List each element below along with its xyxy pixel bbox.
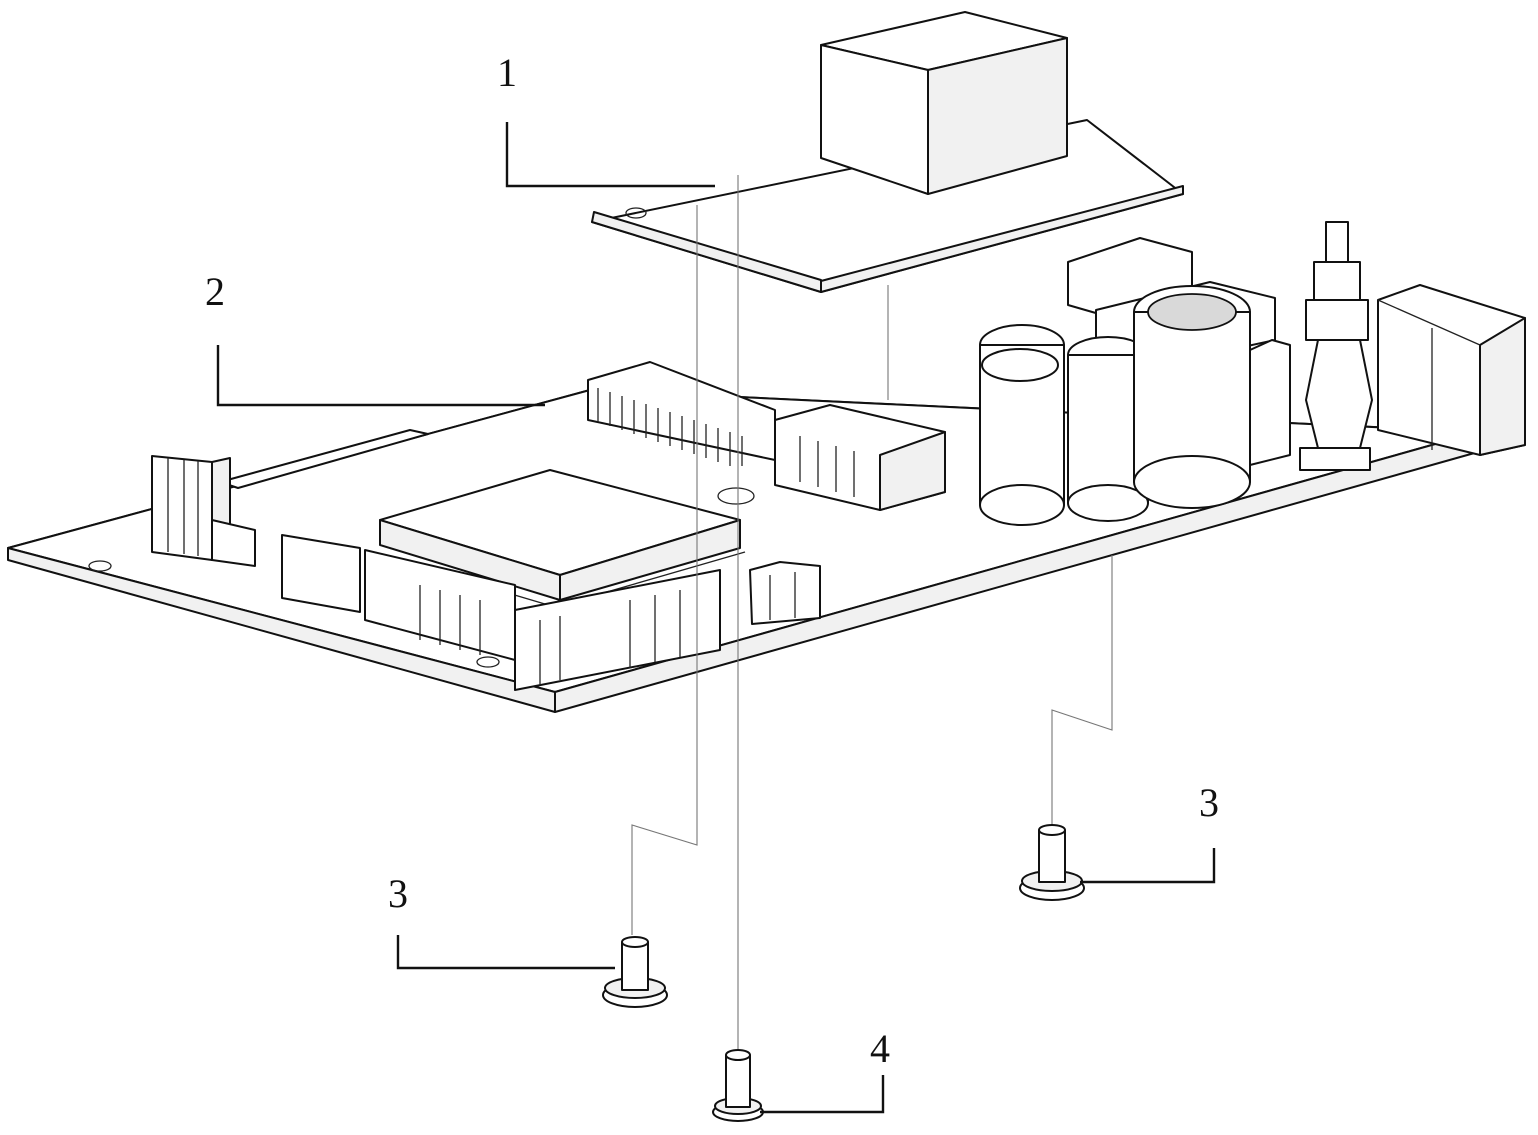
assembly-center-lines [631, 175, 1113, 1050]
leader-lines [216, 122, 1216, 1114]
callout-1: 1 [497, 50, 517, 95]
ic-package [369, 469, 746, 608]
tall-pin-component [1299, 221, 1373, 471]
part-2-main-pcb [7, 221, 1526, 713]
capacitor-group [979, 285, 1251, 526]
leader-3-right [1080, 848, 1216, 884]
leader-1 [505, 122, 715, 188]
callout-2: 2 [205, 269, 225, 314]
leader-4 [760, 1075, 885, 1114]
callout-3-right: 3 [1199, 780, 1219, 825]
screw-4 [712, 1049, 764, 1122]
part-1-daughter-board [591, 11, 1184, 293]
screw-3-left [602, 936, 668, 1008]
leader-3-left [396, 935, 615, 970]
screw-3-right [1019, 824, 1085, 901]
callout-4: 4 [870, 1026, 890, 1071]
callout-3-left: 3 [388, 871, 408, 916]
leader-2 [216, 345, 545, 407]
